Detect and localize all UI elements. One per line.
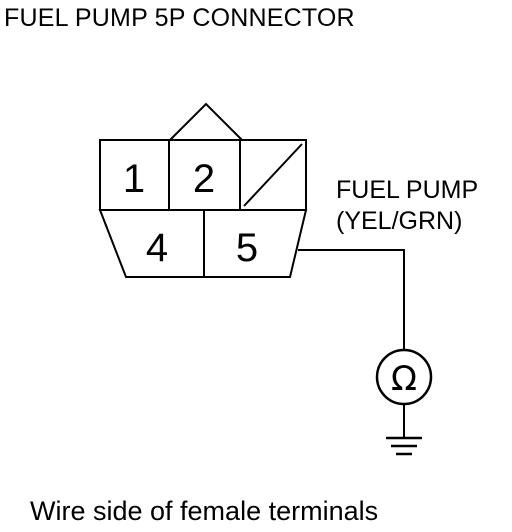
unused-cavity-slash [243, 143, 303, 207]
connector-lock-tab [169, 102, 243, 141]
diagram-caption: Wire side of female terminals [30, 496, 379, 526]
diagram-title: FUEL PUMP 5P CONNECTOR [4, 4, 355, 32]
ohmmeter-icon: Ω [375, 348, 433, 406]
wire-color-label: (YEL/GRN) [336, 207, 462, 235]
ohm-symbol: Ω [391, 359, 417, 399]
pin-2-label: 2 [193, 157, 215, 201]
pin-4-label: 4 [146, 226, 168, 270]
connector-lower-row [98, 209, 308, 278]
pin-1-label: 1 [123, 157, 145, 201]
ground-icon [386, 436, 422, 456]
pin-5-label: 5 [236, 226, 258, 270]
probe-wire [298, 249, 405, 350]
fuel-pump-label: FUEL PUMP [336, 176, 478, 204]
